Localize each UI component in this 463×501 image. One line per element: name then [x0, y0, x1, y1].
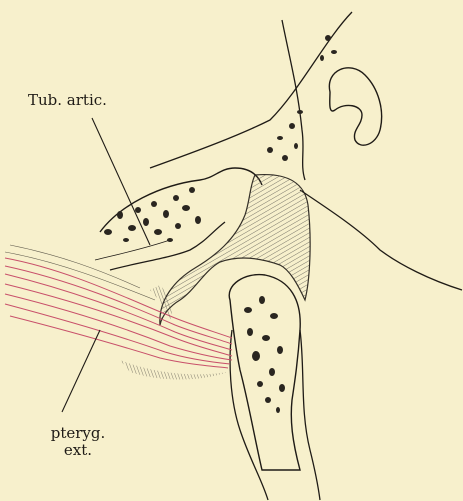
- tub-artic-leader: [92, 118, 150, 245]
- bone-trabeculae-eminence: [104, 187, 201, 242]
- muscle-shading: [120, 360, 228, 380]
- label-pteryg-line2: ext.: [28, 442, 128, 459]
- bone-trabeculae-temporal: [267, 35, 337, 161]
- articular-eminence: [100, 168, 262, 232]
- temporal-bone-outline: [150, 12, 352, 168]
- condyle-head: [229, 275, 300, 470]
- mandible-neck-right: [300, 330, 320, 500]
- auditory-meatus: [329, 68, 381, 145]
- pterygoid-muscle-upper: [5, 245, 155, 300]
- label-tub-artic: Tub. artic.: [28, 92, 107, 109]
- label-pteryg-line1: pteryg.: [28, 425, 128, 442]
- eminence-shadow: [95, 240, 170, 260]
- label-pteryg-ext: pteryg. ext.: [28, 425, 128, 459]
- posterior-contour: [300, 190, 462, 290]
- pteryg-leader: [62, 330, 100, 412]
